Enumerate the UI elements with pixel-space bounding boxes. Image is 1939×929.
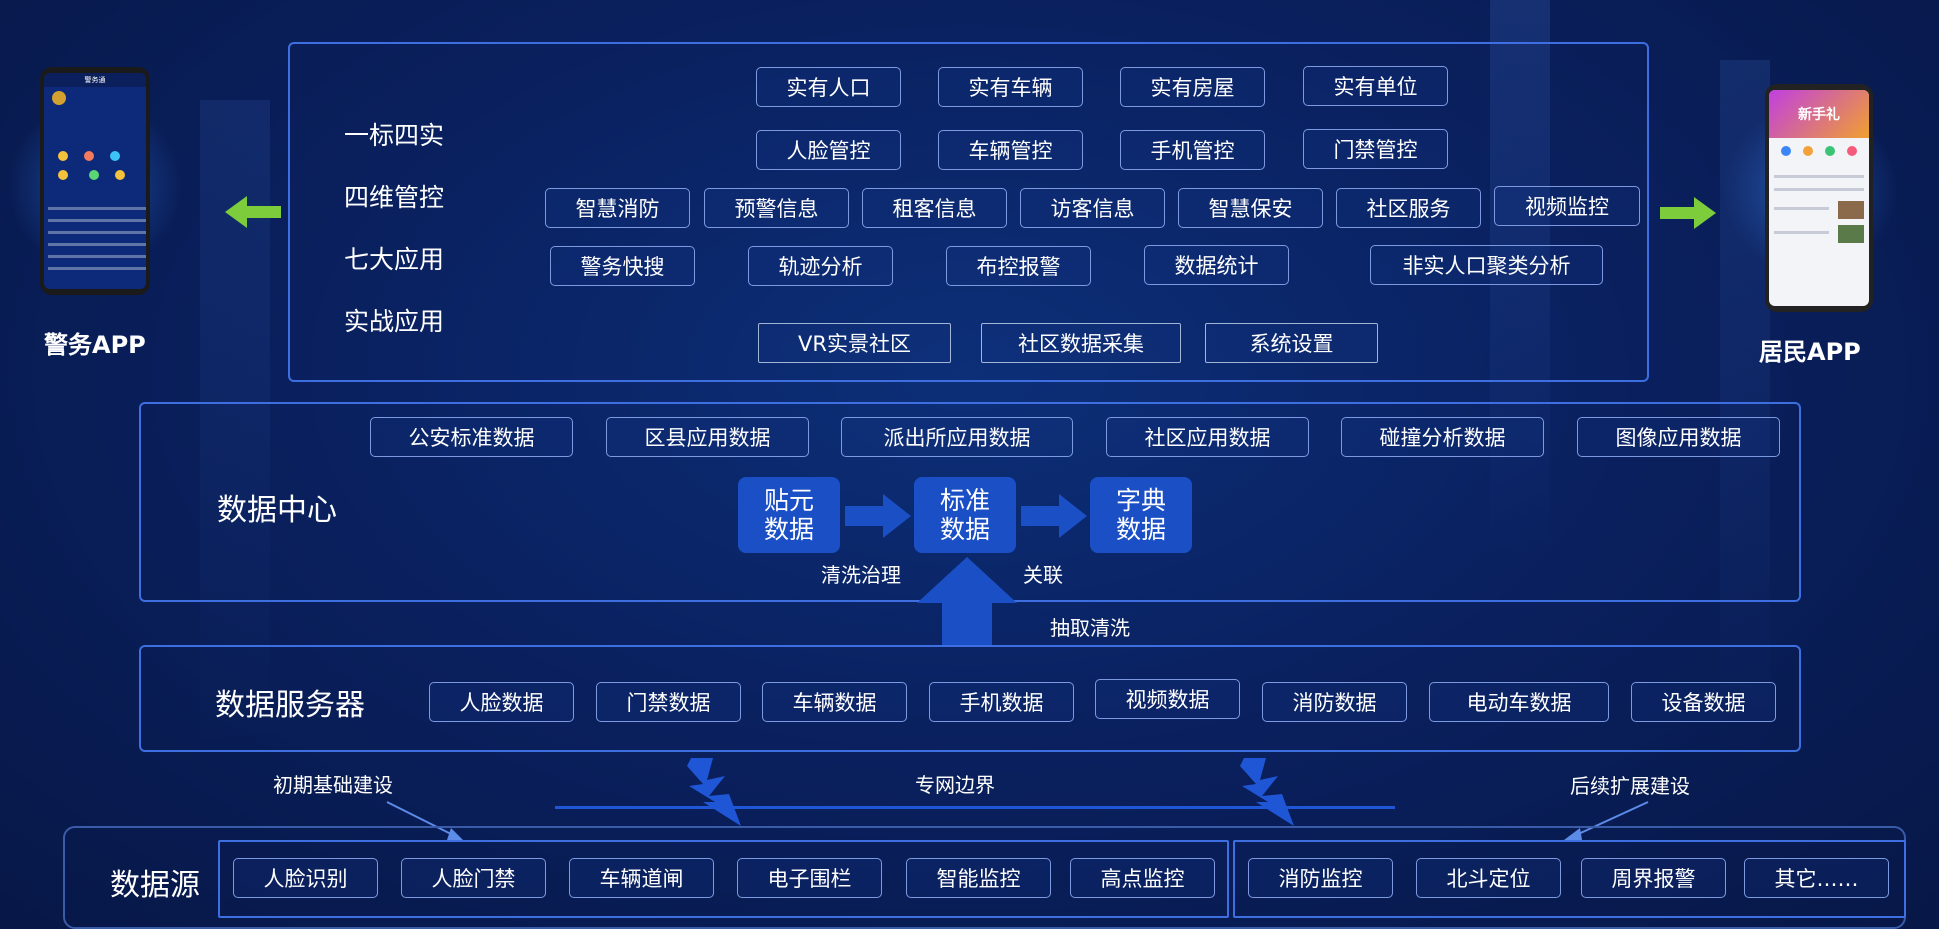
server-phone-data[interactable]: 手机数据 <box>929 682 1074 722</box>
flow-arrow-icon <box>1021 494 1087 538</box>
module-real-unit[interactable]: 实有单位 <box>1303 66 1448 106</box>
flow-box-line: 数据 <box>1115 515 1166 544</box>
server-fire-data[interactable]: 消防数据 <box>1262 682 1407 722</box>
lightning-icon <box>687 758 741 826</box>
bg-light-column <box>1490 0 1550 560</box>
module-smart-fire[interactable]: 智慧消防 <box>545 188 690 228</box>
flow-label-cleanse: 清洗治理 <box>821 563 901 587</box>
data-police-station-application[interactable]: 派出所应用数据 <box>841 417 1073 457</box>
module-vehicle-control[interactable]: 车辆管控 <box>938 130 1083 170</box>
network-boundary-label: 专网边界 <box>915 773 995 797</box>
data-community-application[interactable]: 社区应用数据 <box>1106 417 1309 457</box>
module-police-search[interactable]: 警务快搜 <box>550 246 695 286</box>
data-district-application[interactable]: 区县应用数据 <box>606 417 809 457</box>
phone-icon-grid <box>50 148 146 186</box>
police-badge-icon <box>52 91 66 105</box>
module-real-vehicle[interactable]: 实有车辆 <box>938 67 1083 107</box>
source-smart-monitor[interactable]: 智能监控 <box>906 858 1051 898</box>
flow-box-raw-data: 贴元数据 <box>738 477 840 553</box>
module-real-population[interactable]: 实有人口 <box>756 67 901 107</box>
later-sources-frame <box>1233 840 1906 918</box>
extract-label: 抽取清洗 <box>1050 616 1130 640</box>
source-face-recognition[interactable]: 人脸识别 <box>233 858 378 898</box>
resident-app-label: 居民APP <box>1759 338 1861 366</box>
data-collision-analysis[interactable]: 碰撞分析数据 <box>1341 417 1544 457</box>
flow-box-line: 字典 <box>1115 486 1166 515</box>
green-arrow-right-icon <box>1660 197 1716 229</box>
module-track-analysis[interactable]: 轨迹分析 <box>748 246 893 286</box>
category-label: 四维管控 <box>344 183 445 212</box>
lightning-icon <box>1240 758 1294 826</box>
server-face-data[interactable]: 人脸数据 <box>429 682 574 722</box>
module-face-control[interactable]: 人脸管控 <box>756 130 901 170</box>
module-system-settings[interactable]: 系统设置 <box>1205 323 1378 363</box>
flow-label-associate: 关联 <box>1023 563 1063 587</box>
module-non-resident-cluster[interactable]: 非实人口聚类分析 <box>1370 245 1603 285</box>
category-label: 实战应用 <box>344 307 445 336</box>
flow-arrow-icon <box>845 494 911 538</box>
boundary-line <box>555 806 1395 809</box>
flow-box-line: 贴元 <box>763 486 814 515</box>
flow-box-dictionary-data: 字典数据 <box>1090 477 1192 553</box>
initial-sources-frame <box>218 840 1229 918</box>
source-fire-monitor[interactable]: 消防监控 <box>1248 858 1393 898</box>
application-layer-frame <box>288 42 1649 382</box>
data-center-title: 数据中心 <box>217 493 337 528</box>
up-arrow-icon <box>917 557 1017 647</box>
flow-box-line: 数据 <box>763 515 814 544</box>
module-visitor-info[interactable]: 访客信息 <box>1020 188 1165 228</box>
server-access-data[interactable]: 门禁数据 <box>596 682 741 722</box>
resident-icon-row <box>1769 138 1869 165</box>
module-deploy-alarm[interactable]: 布控报警 <box>946 246 1091 286</box>
data-source-title: 数据源 <box>110 868 200 903</box>
phone-list <box>48 198 146 279</box>
pointer-line <box>1564 801 1649 840</box>
source-electronic-fence[interactable]: 电子围栏 <box>737 858 882 898</box>
resident-phone: 新手礼 <box>1765 84 1873 312</box>
source-vehicle-barrier[interactable]: 车辆道闸 <box>569 858 714 898</box>
source-face-access[interactable]: 人脸门禁 <box>401 858 546 898</box>
module-community-data-collection[interactable]: 社区数据采集 <box>981 323 1181 363</box>
flow-box-standard-data: 标准数据 <box>914 477 1016 553</box>
green-arrow-left-icon <box>225 196 281 228</box>
data-image-application[interactable]: 图像应用数据 <box>1577 417 1780 457</box>
banner-title: 新手礼 <box>1798 107 1840 123</box>
source-beidou-location[interactable]: 北斗定位 <box>1416 858 1561 898</box>
resident-banner: 新手礼 <box>1769 90 1869 138</box>
module-smart-security[interactable]: 智慧保安 <box>1178 188 1323 228</box>
source-others[interactable]: 其它…… <box>1744 858 1889 898</box>
data-public-security-standard[interactable]: 公安标准数据 <box>370 417 573 457</box>
module-vr-community[interactable]: VR实景社区 <box>758 323 951 363</box>
server-ebike-data[interactable]: 电动车数据 <box>1429 682 1609 722</box>
flow-box-line: 数据 <box>939 515 990 544</box>
later-build-label: 后续扩展建设 <box>1570 774 1690 798</box>
server-device-data[interactable]: 设备数据 <box>1631 682 1776 722</box>
police-app-label: 警务APP <box>44 331 146 359</box>
initial-build-label: 初期基础建设 <box>273 773 393 797</box>
resident-list <box>1769 175 1869 243</box>
module-video-monitor[interactable]: 视频监控 <box>1494 186 1640 226</box>
source-perimeter-alarm[interactable]: 周界报警 <box>1581 858 1726 898</box>
source-high-point-monitor[interactable]: 高点监控 <box>1070 858 1215 898</box>
flow-box-line: 标准 <box>939 486 990 515</box>
module-community-service[interactable]: 社区服务 <box>1336 188 1481 228</box>
server-vehicle-data[interactable]: 车辆数据 <box>762 682 907 722</box>
module-phone-control[interactable]: 手机管控 <box>1120 130 1265 170</box>
module-access-control[interactable]: 门禁管控 <box>1303 129 1448 169</box>
phone-title: 警务通 <box>44 73 146 87</box>
module-tenant-info[interactable]: 租客信息 <box>862 188 1007 228</box>
data-server-frame <box>139 645 1801 752</box>
module-warning-info[interactable]: 预警信息 <box>704 188 849 228</box>
data-server-title: 数据服务器 <box>215 688 365 723</box>
pointer-line <box>386 801 463 840</box>
module-data-statistics[interactable]: 数据统计 <box>1144 245 1289 285</box>
category-label: 七大应用 <box>344 245 445 274</box>
module-real-housing[interactable]: 实有房屋 <box>1120 67 1265 107</box>
police-phone: 警务通 <box>40 67 150 295</box>
category-label: 一标四实 <box>344 121 445 150</box>
server-video-data[interactable]: 视频数据 <box>1095 679 1240 719</box>
